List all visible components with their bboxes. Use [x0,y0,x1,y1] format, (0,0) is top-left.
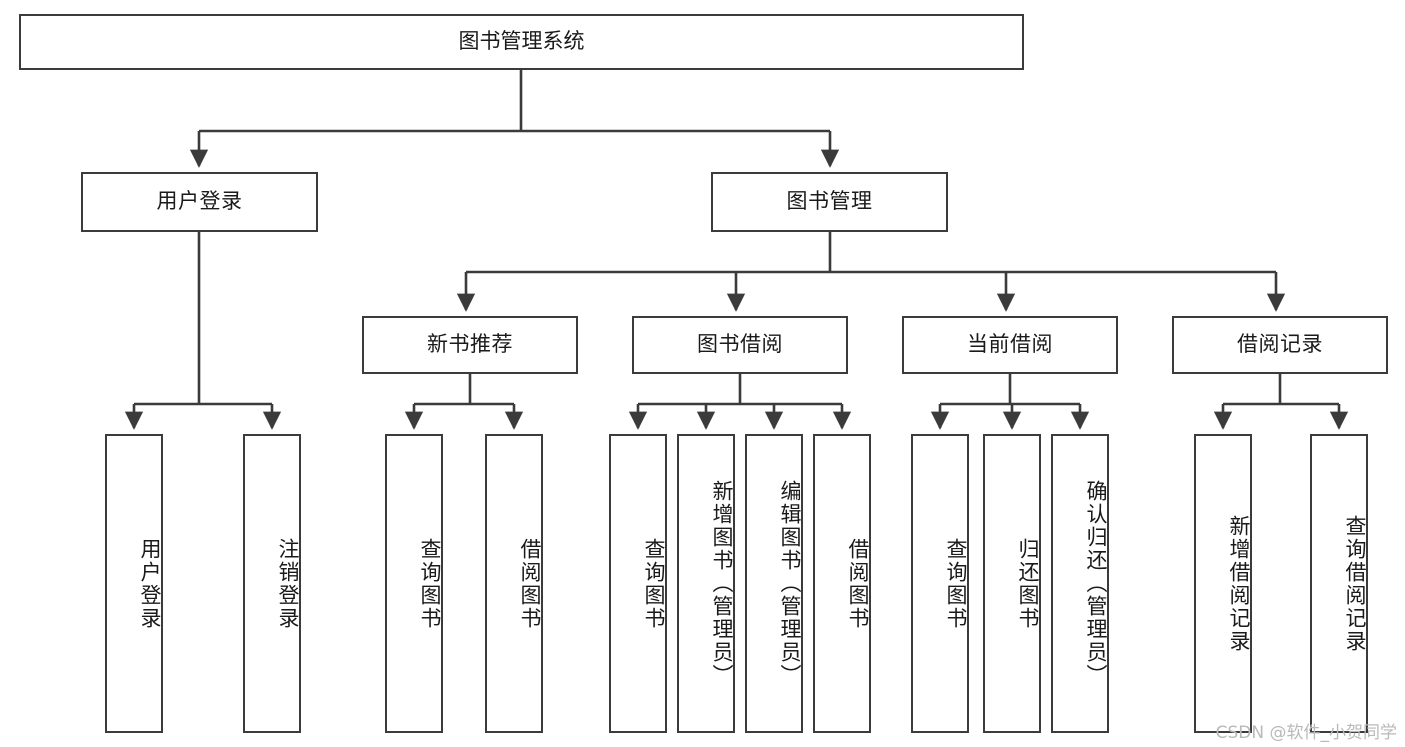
leaf-borrow-book-newbook[interactable]: 借阅图书 [485,434,543,733]
node-borrowing-record[interactable]: 借阅记录 [1172,316,1388,374]
node-label: 查询图书 [944,537,968,630]
node-current-borrowing[interactable]: 当前借阅 [902,316,1118,374]
node-new-book-recommendation[interactable]: 新书推荐 [362,316,578,374]
node-label: 归还图书 [1016,537,1040,630]
leaf-query-book-borrow[interactable]: 查询图书 [609,434,667,733]
node-label: 图书管理 [786,189,873,214]
node-label: 查询借阅记录 [1343,514,1367,653]
node-label: 用户登录 [138,537,162,630]
node-label: 借阅记录 [1237,332,1323,357]
leaf-logout-login[interactable]: 注销登录 [243,434,301,733]
node-book-borrowing[interactable]: 图书借阅 [632,316,848,374]
leaf-query-book-newbook[interactable]: 查询图书 [385,434,443,733]
node-label: 查询图书 [418,537,442,630]
node-book-management[interactable]: 图书管理 [711,172,948,232]
node-label: 新书推荐 [427,332,513,357]
node-label: 新增图书（管理员） [710,480,734,687]
node-label: 图书借阅 [697,332,783,357]
node-label: 编辑图书（管理员） [778,480,802,687]
node-user-login[interactable]: 用户登录 [81,172,318,232]
leaf-add-book-admin[interactable]: 新增图书（管理员） [677,434,735,733]
leaf-edit-book-admin[interactable]: 编辑图书（管理员） [745,434,803,733]
leaf-user-login[interactable]: 用户登录 [105,434,163,733]
leaf-query-borrow-record[interactable]: 查询借阅记录 [1310,434,1368,733]
node-label: 新增借阅记录 [1227,514,1251,653]
node-label: 注销登录 [276,537,300,630]
node-label: 用户登录 [156,189,243,214]
node-label: 借阅图书 [846,537,870,630]
node-root-book-management-system[interactable]: 图书管理系统 [19,14,1024,70]
watermark: CSDN @软件_小贺同学 [1215,723,1397,743]
leaf-borrow-book[interactable]: 借阅图书 [813,434,871,733]
node-label: 查询图书 [642,537,666,630]
node-label: 确认归还（管理员） [1084,480,1108,687]
leaf-return-book[interactable]: 归还图书 [983,434,1041,733]
node-label: 当前借阅 [967,332,1053,357]
leaf-confirm-return-admin[interactable]: 确认归还（管理员） [1051,434,1109,733]
leaf-query-book-current[interactable]: 查询图书 [911,434,969,733]
node-label: 图书管理系统 [458,29,585,54]
leaf-add-borrow-record[interactable]: 新增借阅记录 [1194,434,1252,733]
node-label: 借阅图书 [518,537,542,630]
